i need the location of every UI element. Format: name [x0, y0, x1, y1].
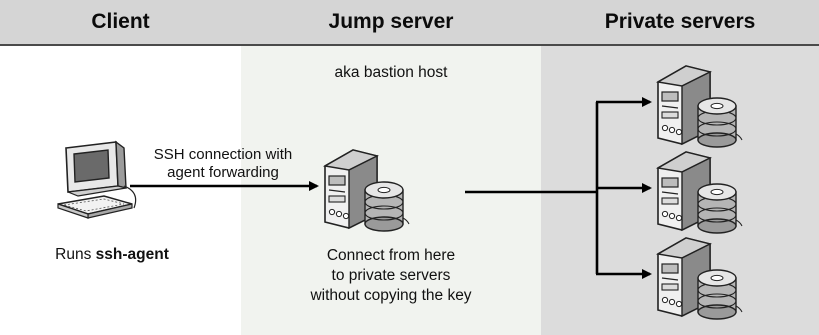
ssh-connection-label: SSH connection with agent forwarding	[138, 146, 308, 182]
ssh-connection-label-line1: SSH connection with	[153, 146, 293, 163]
private-server-3-icon	[657, 237, 743, 320]
jump-server-subtitle: aka bastion host	[334, 64, 448, 81]
column-header-bar: Client Jump server Private servers	[0, 0, 819, 46]
jump-to-private-arrows	[465, 97, 652, 279]
client-caption-command: ssh-agent	[95, 246, 169, 263]
ssh-connection-label-line2: agent forwarding	[167, 164, 279, 181]
client-caption: Runs ssh-agent	[22, 246, 202, 264]
jump-server-caption: Connect from here to private servers wit…	[241, 246, 541, 306]
client-computer-icon	[57, 140, 137, 219]
jump-server-icon	[324, 149, 410, 232]
jump-server-column-title: Jump server	[328, 10, 454, 33]
jump-caption-line1: Connect from here	[326, 247, 456, 264]
jump-caption-line2: to private servers	[331, 267, 451, 284]
client-column-title: Client	[91, 10, 150, 33]
private-server-2-icon	[657, 151, 743, 234]
client-caption-prefix: Runs	[55, 246, 96, 263]
jump-caption-line3: without copying the key	[310, 287, 472, 304]
private-server-1-icon	[657, 65, 743, 148]
private-servers-column-title: Private servers	[604, 10, 756, 33]
